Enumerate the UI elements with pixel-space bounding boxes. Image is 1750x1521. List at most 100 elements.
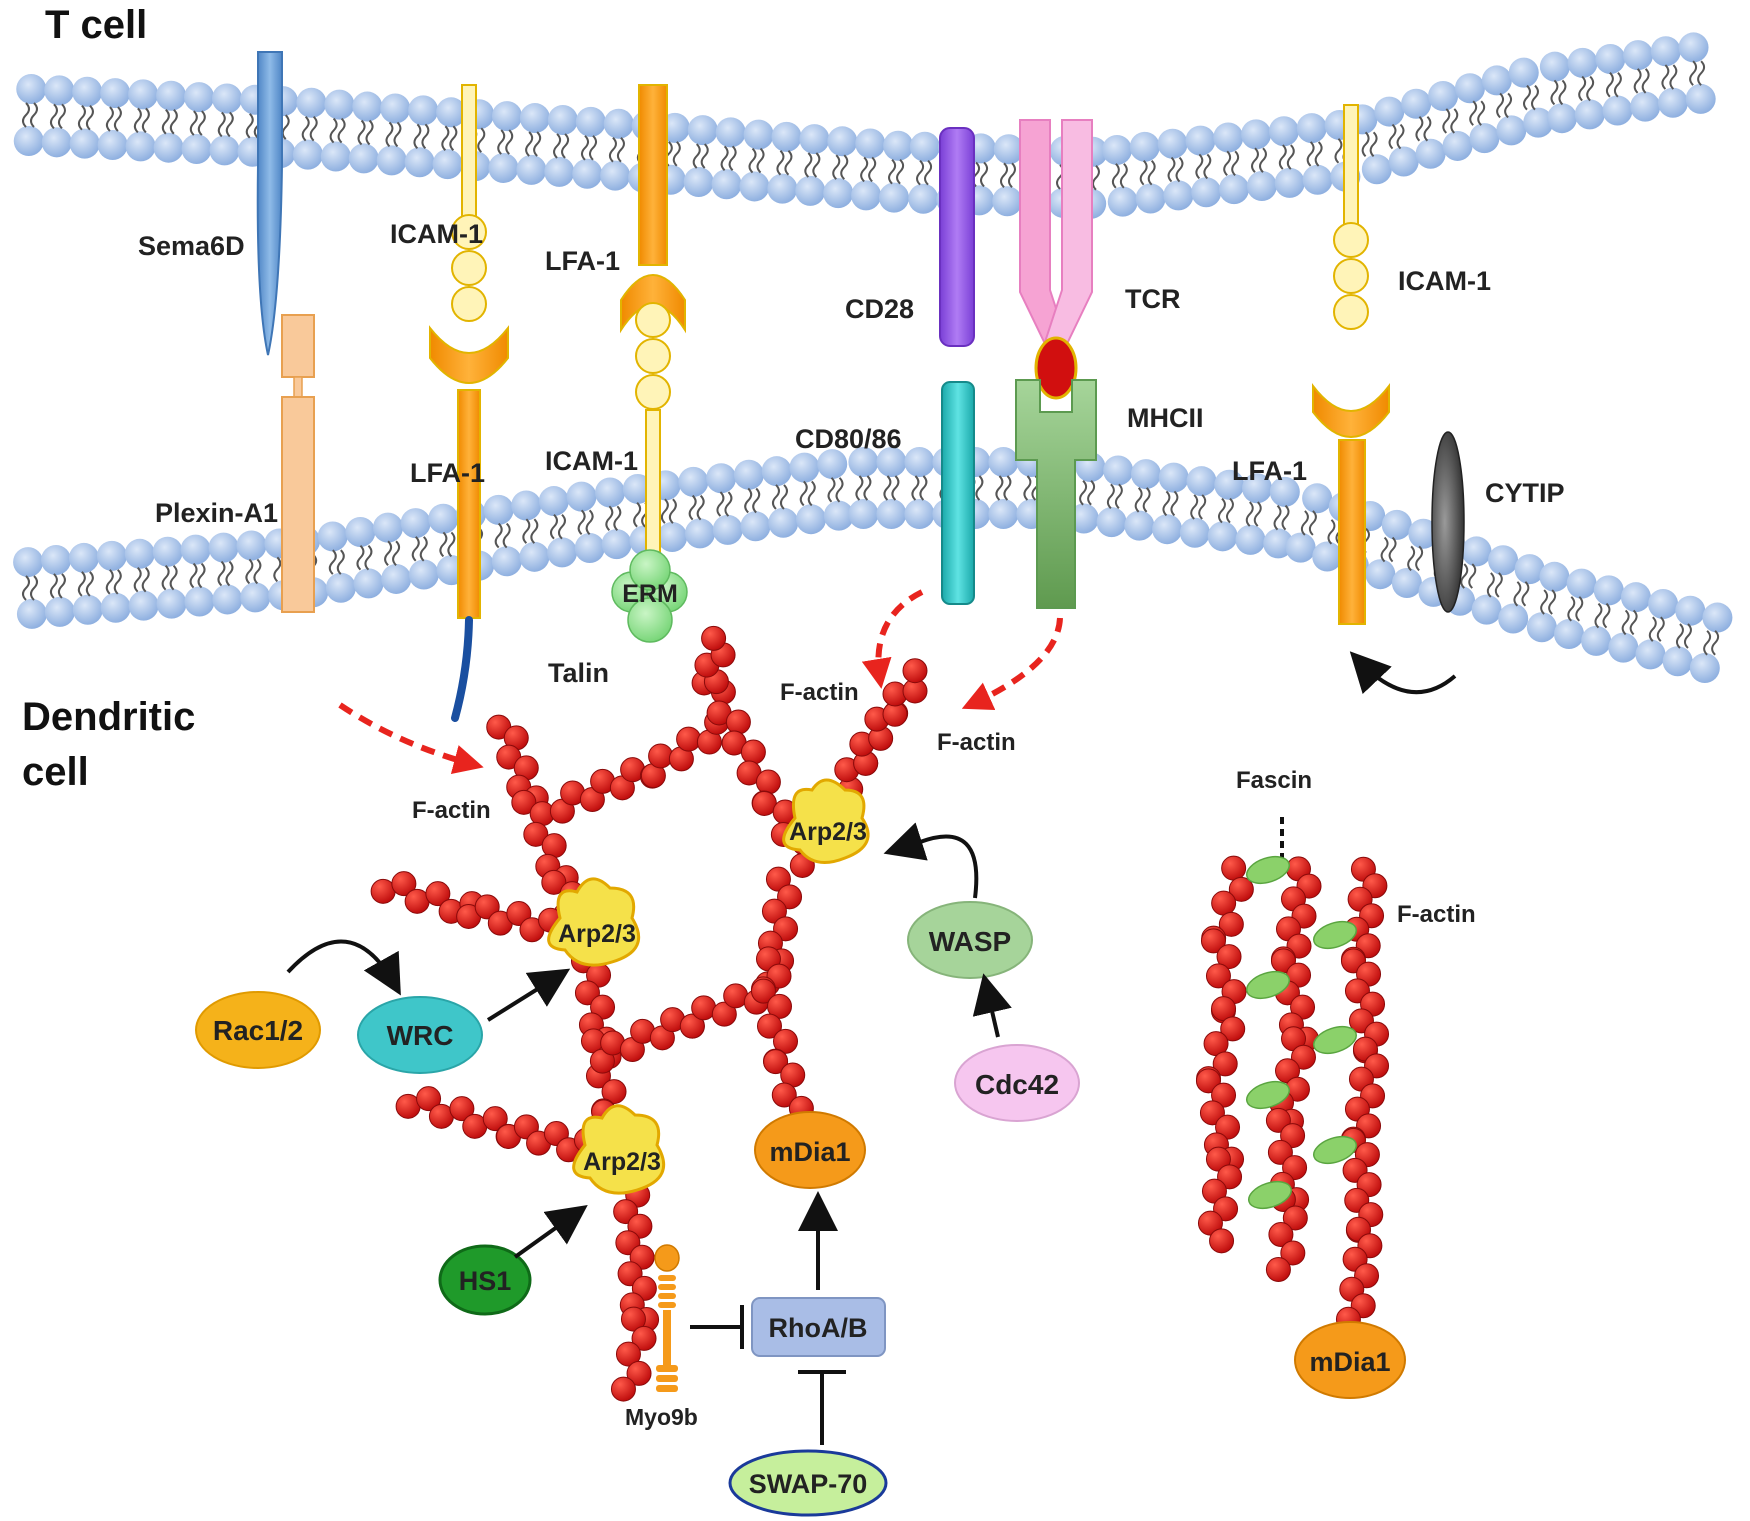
top-membrane-lipid-tail	[385, 121, 394, 148]
bottom-membrane-bead	[372, 512, 403, 543]
bottom-membrane-lipid-tail	[1567, 596, 1576, 622]
bottom-membrane-lipid-tail	[975, 475, 984, 501]
top-membrane-bead	[603, 108, 634, 139]
top-membrane-lipid-tail	[477, 127, 486, 153]
top-membrane-lipid-tail	[1396, 123, 1405, 150]
top-membrane-lipid-tail	[1415, 116, 1424, 142]
top-membrane-bead	[544, 156, 575, 187]
top-membrane-bead	[1163, 180, 1194, 211]
bottom-membrane-bead	[1514, 554, 1545, 585]
bottom-membrane-lipid-tail	[1190, 494, 1199, 520]
bottom-membrane-bead	[988, 499, 1019, 529]
top-membrane-lipid-tail	[868, 156, 877, 183]
bottom-membrane-bead	[1471, 594, 1502, 625]
bottom-membrane-lipid-tail	[1621, 609, 1630, 636]
bottom-membrane-bead	[400, 508, 431, 539]
cd28-receptor	[939, 127, 975, 347]
bottom-membrane-lipid-tail	[225, 560, 234, 587]
actin-filament-main	[626, 1360, 652, 1386]
bundle-filament	[1200, 928, 1226, 954]
top-membrane-lipid-tail	[217, 111, 226, 138]
bundle-filament	[1218, 911, 1244, 937]
icam1-top-right-label: ICAM-1	[1398, 266, 1491, 296]
bottom-membrane-bead	[212, 584, 243, 615]
bottom-membrane-lipid-tail	[1225, 497, 1234, 524]
wasp-to-arp23-arrow-icon	[883, 822, 979, 899]
bottom-membrane-lipid-tail	[1217, 497, 1226, 524]
top-membrane-bead	[1650, 36, 1681, 67]
top-membrane-bead	[1129, 131, 1160, 162]
top-membrane-bead	[1547, 103, 1578, 134]
bottom-membrane-bead	[1608, 632, 1639, 663]
bottom-membrane-lipid-tail	[133, 567, 142, 593]
top-membrane-bead	[488, 153, 519, 184]
top-membrane-bead	[1274, 167, 1305, 198]
bottom-membrane-bead	[1096, 507, 1127, 538]
bottom-membrane-lipid-tail	[1711, 630, 1720, 656]
bottom-membrane-bead	[678, 466, 709, 497]
top-membrane-bead	[1361, 154, 1392, 185]
rac-to-wrc-arrow-icon	[286, 939, 401, 996]
bottom-membrane-lipid-tail	[1327, 519, 1336, 545]
top-membrane-lipid-tail	[1558, 79, 1567, 106]
top-membrane-lipid-tail	[561, 133, 570, 159]
mhcii-signal-arrow-icon	[961, 617, 1063, 710]
top-membrane-bead	[296, 87, 327, 118]
top-membrane-bead	[1374, 96, 1405, 127]
rac12-node	[195, 991, 321, 1069]
bottom-membrane-lipid-tail	[668, 498, 677, 524]
top-membrane-bead	[799, 124, 830, 155]
top-membrane-lipid-tail	[49, 103, 58, 130]
t-cell-title: T cell	[45, 3, 147, 47]
talin	[451, 616, 473, 722]
top-membrane-bead	[1241, 119, 1272, 150]
top-membrane-lipid-tail	[916, 160, 925, 186]
top-membrane-lipid-tail	[1314, 141, 1323, 167]
top-membrane-lipid-tail	[1530, 84, 1539, 111]
top-membrane-bead	[1246, 171, 1277, 202]
top-membrane-bead	[1539, 51, 1570, 82]
bottom-membrane-lipid-tail	[891, 475, 900, 501]
bottom-membrane-bead	[1242, 473, 1273, 504]
bundle-filament	[1221, 855, 1247, 881]
top-membrane-lipid-tail	[85, 104, 94, 131]
bundle-filament	[1290, 1044, 1316, 1070]
top-membrane-lipid-tail	[141, 107, 150, 134]
hs1-to-arp23-arrow-icon	[513, 1205, 588, 1259]
cytip-protein	[1431, 431, 1465, 613]
bottom-membrane-bead	[876, 499, 907, 529]
bottom-membrane-lipid-tail	[1521, 581, 1530, 607]
actin-filament-branch	[701, 625, 727, 651]
top-membrane-lipid-tail	[533, 131, 542, 157]
icam1-top-right	[1333, 104, 1369, 330]
bottom-membrane-bead	[1312, 541, 1343, 572]
top-membrane-lipid-tail	[1111, 163, 1120, 189]
bundle-filament	[1228, 876, 1254, 902]
wasp-label: WASP	[929, 926, 1011, 957]
bottom-membrane-bead	[574, 532, 605, 563]
top-membrane-bead	[1302, 164, 1333, 195]
bottom-membrane-lipid-tail	[113, 569, 122, 595]
top-membrane-lipid-tail	[505, 129, 514, 155]
myo9b-inhibits-rhoab-icon	[690, 1305, 744, 1349]
top-membrane-lipid-tail	[1147, 159, 1156, 186]
mdia1-bundle-node	[1294, 1321, 1406, 1399]
actin-filament-main	[615, 1341, 641, 1367]
top-membrane-bead	[1567, 47, 1598, 78]
cytip-label: CYTIP	[1485, 478, 1565, 508]
top-membrane-bead	[908, 183, 939, 214]
bottom-membrane-lipid-tail	[364, 544, 373, 571]
top-membrane-lipid-tail	[1504, 92, 1513, 119]
actin-filament-branch	[425, 881, 451, 907]
actin-filament-branch	[773, 1028, 799, 1054]
top-membrane-bead	[572, 158, 603, 189]
top-membrane-lipid-tail	[728, 145, 737, 171]
bottom-membrane-bead	[317, 521, 348, 552]
top-membrane-lipid-tail	[776, 150, 785, 176]
top-membrane-bead	[1428, 80, 1459, 111]
bottom-membrane-bead	[345, 517, 376, 548]
bottom-membrane-lipid-tail	[799, 480, 808, 507]
actin-filament-branch	[449, 1096, 475, 1122]
bottom-membrane-lipid-tail	[392, 540, 401, 566]
